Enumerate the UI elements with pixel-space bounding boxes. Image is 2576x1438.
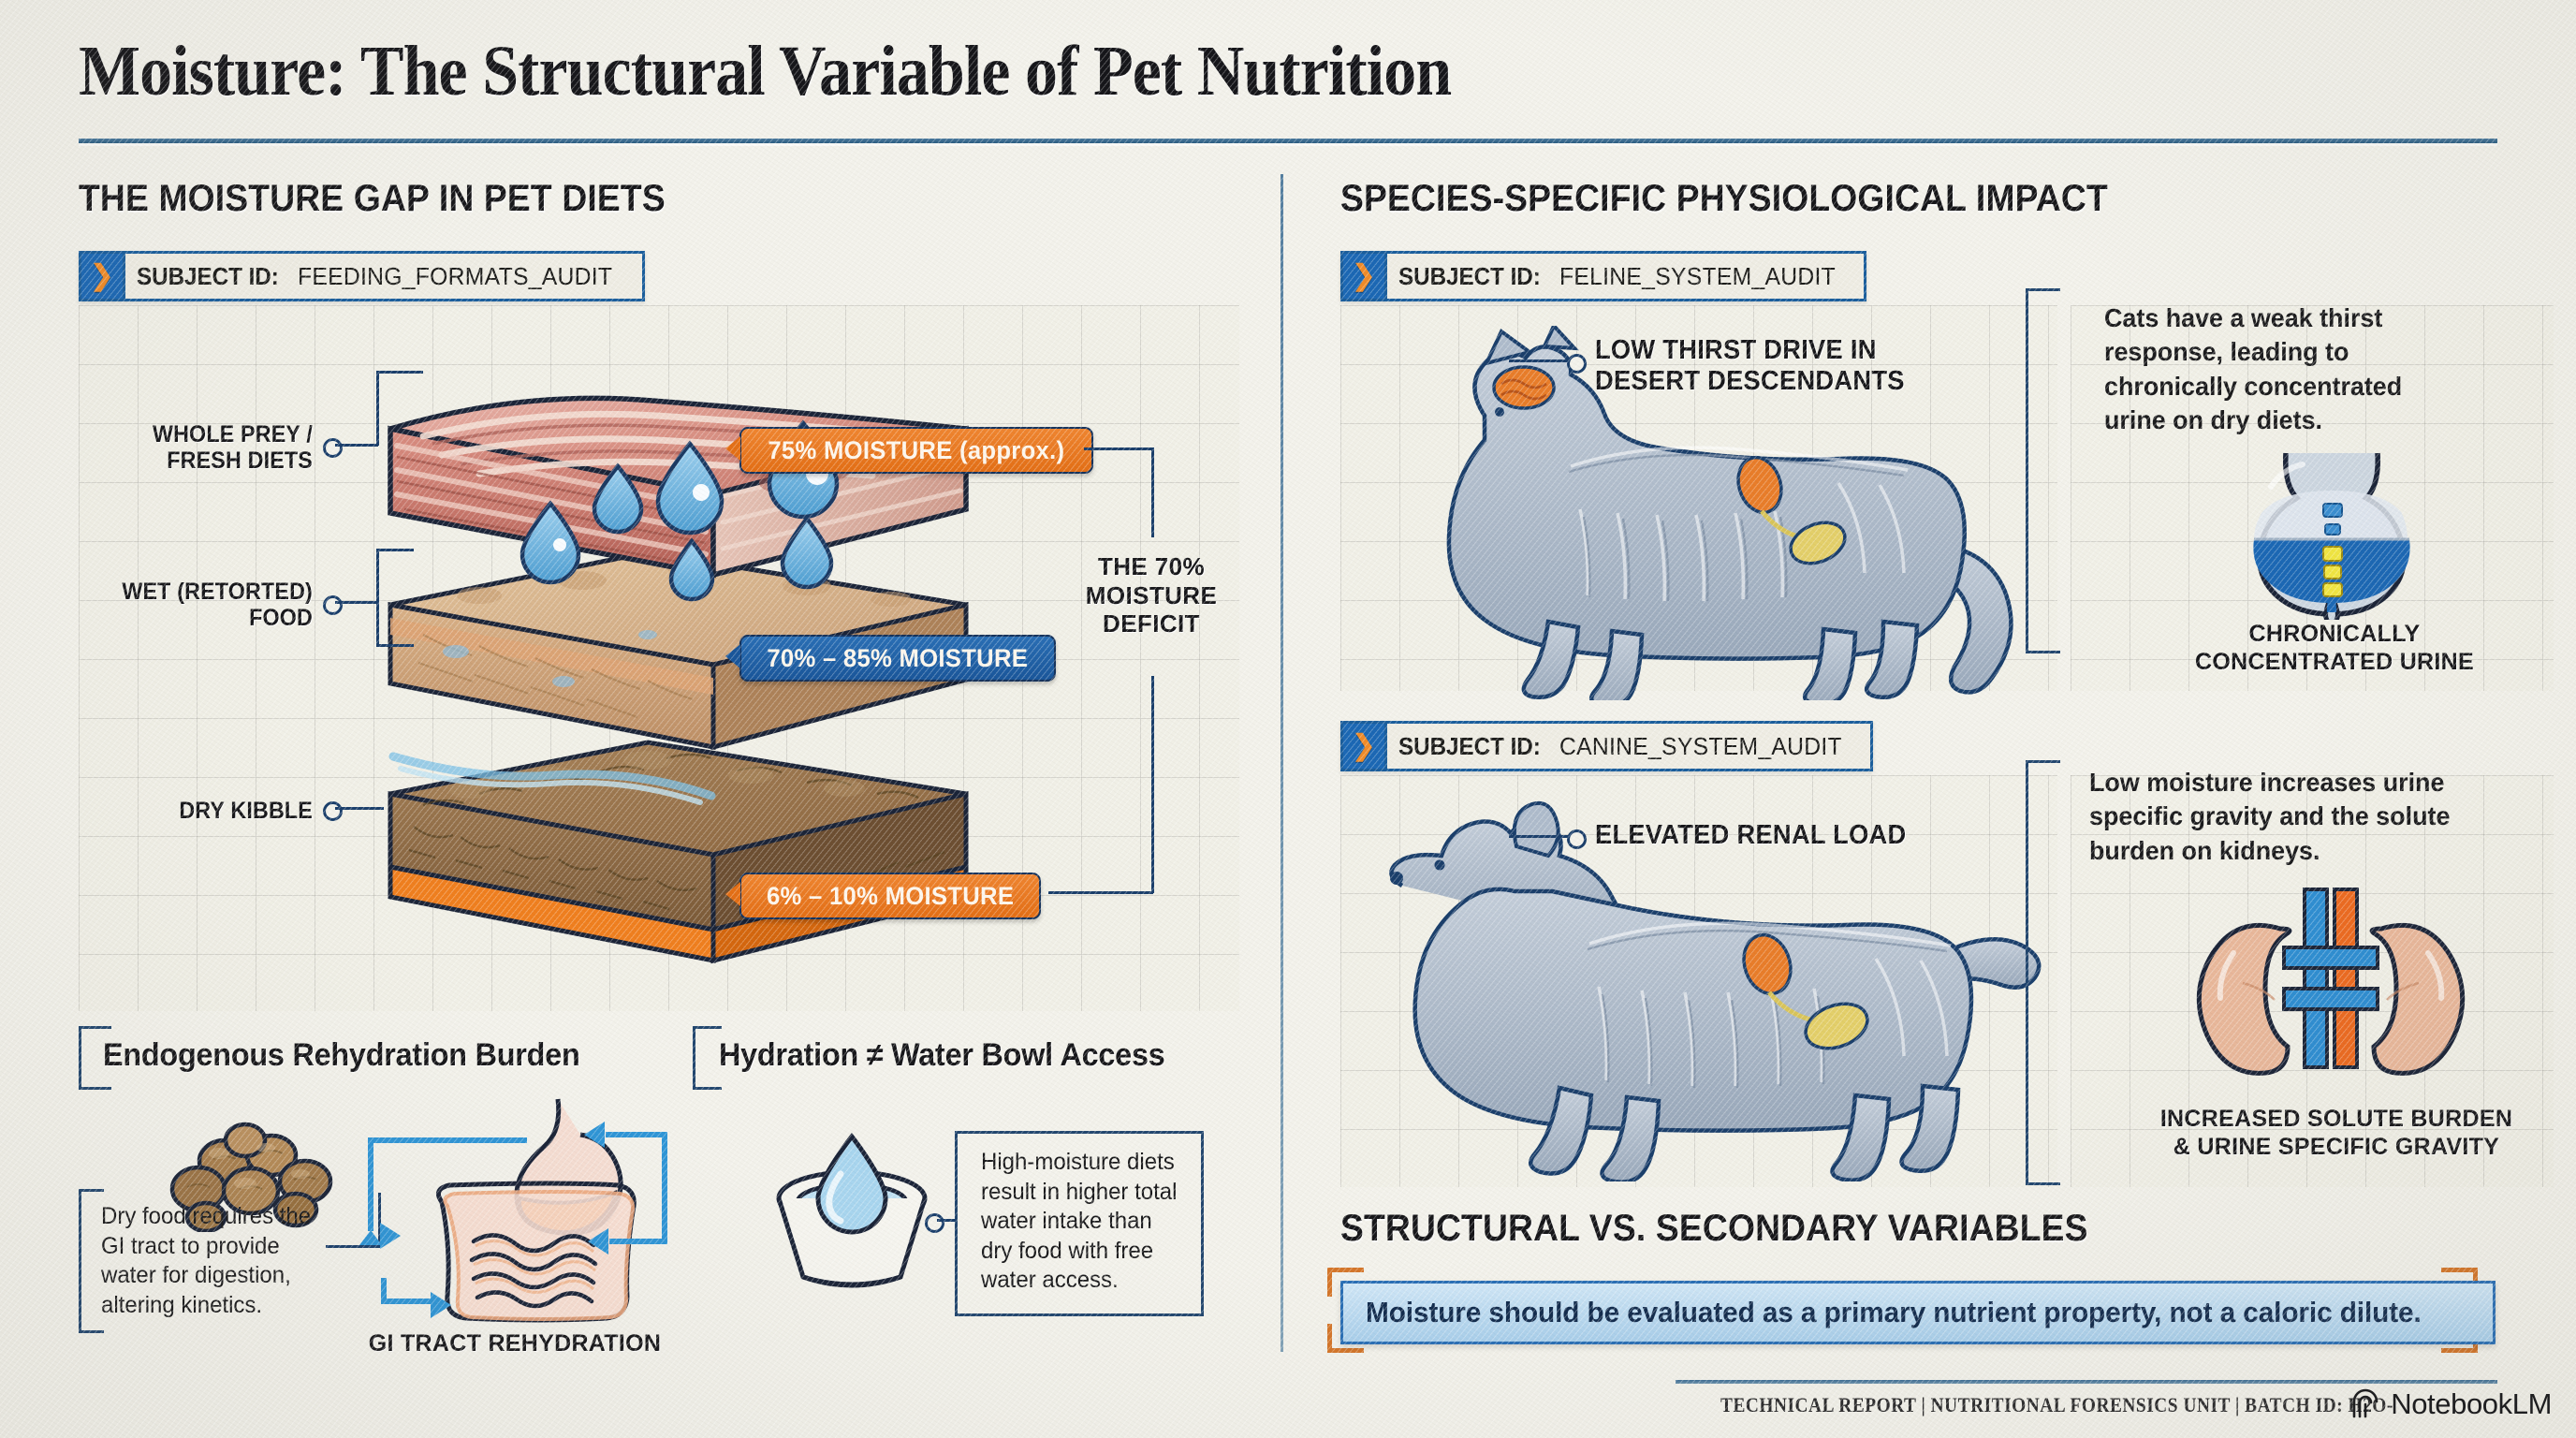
subject-chip-canine[interactable]: ❯ SUBJECT ID: CANINE_SYSTEM_AUDIT — [1340, 721, 1874, 771]
stack-label-whole-prey: WHOLE PREY / FRESH DIETS — [152, 421, 313, 474]
conclusion-banner-text: Moisture should be evaluated as a primar… — [1366, 1296, 2422, 1328]
left-section-title: THE MOISTURE GAP IN PET DIETS — [79, 178, 666, 219]
endogenous-heading: Endogenous Rehydration Burden — [103, 1037, 580, 1073]
subject-chip-feeding-formats[interactable]: ❯ SUBJECT ID: FEEDING_FORMATS_AUDIT — [79, 251, 646, 301]
footer-divider — [1676, 1380, 2497, 1384]
right-section-title: SPECIES-SPECIFIC PHYSIOLOGICAL IMPACT — [1340, 178, 2108, 219]
deficit-label: THE 70% MOISTURE DEFICIT — [1085, 552, 1218, 638]
deficit-leader-vert-bottom — [1151, 676, 1154, 893]
conclusion-section-title: STRUCTURAL VS. SECONDARY VARIABLES — [1340, 1208, 2088, 1249]
feline-chip-label: SUBJECT ID: — [1398, 261, 1541, 290]
deficit-leader-vert-top — [1151, 448, 1154, 537]
leader-canine-callout — [1509, 835, 1569, 838]
feline-callout: LOW THIRST DRIVE IN DESERT DESCENDANTS — [1595, 335, 1905, 397]
dog-anatomy-illustration — [1376, 779, 2087, 1186]
watermark-text: NotebookLM — [2391, 1387, 2552, 1420]
title-divider — [79, 139, 2497, 143]
badge-notch-blue — [725, 644, 740, 668]
node-feline-callout — [1567, 354, 1587, 374]
hydration-heading: Hydration ≠ Water Bowl Access — [719, 1037, 1165, 1073]
canine-callout: ELEVATED RENAL LOAD — [1595, 820, 1907, 850]
bracket-feline-note — [2026, 288, 2060, 653]
bracket-dry-food-note — [79, 1189, 104, 1333]
canine-note: Low moisture increases urine specific gr… — [2089, 768, 2451, 865]
conclusion-banner: Moisture should be evaluated as a primar… — [1340, 1281, 2496, 1344]
stack-label-wet-food: WET (RETORTED) FOOD — [122, 579, 313, 631]
bracket-canine-note — [2026, 760, 2060, 1185]
badge-notch-orange-top — [725, 436, 740, 461]
stack-label-dry-kibble: DRY KIBBLE — [179, 798, 313, 824]
badge-dry-kibble-moisture: 6% – 10% MOISTURE — [739, 873, 1042, 919]
bladder-icon — [2233, 442, 2430, 626]
banner-corner-tl — [1327, 1268, 1364, 1297]
chevron-right-icon: ❯ — [81, 254, 125, 299]
note-leader-gi — [326, 1245, 380, 1248]
node-hydration-note — [925, 1213, 944, 1233]
node-canine-callout — [1567, 829, 1587, 849]
leader-wet-food-vert — [376, 549, 379, 646]
rehydration-arrows — [328, 1101, 721, 1349]
node-whole-prey — [323, 438, 343, 458]
chevron-right-icon-canine: ❯ — [1343, 724, 1387, 769]
feline-chip-value: FELINE_SYSTEM_AUDIT — [1559, 261, 1837, 290]
deficit-leader-bottom — [1048, 891, 1153, 894]
cat-anatomy-illustration — [1383, 322, 2076, 709]
kidneys-caption: INCREASED SOLUTE BURDEN & URINE SPECIFIC… — [2159, 1106, 2513, 1160]
badge-notch-orange-bottom — [725, 882, 740, 906]
note-leader-gi-vert — [378, 1193, 381, 1247]
node-wet-food — [323, 595, 343, 615]
badge-wet-food-moisture: 70% – 85% MOISTURE — [739, 635, 1056, 682]
gi-tract-illustration — [374, 1093, 693, 1332]
page-title: Moisture: The Structural Variable of Pet… — [79, 32, 1452, 110]
badge-whole-prey-moisture: 75% MOISTURE (approx.) — [739, 427, 1093, 474]
endogenous-note: Dry food requires the GI tract to provid… — [101, 1203, 312, 1318]
leader-wet-food-bot — [376, 644, 414, 647]
notebooklm-watermark: NotebookLM — [2349, 1387, 2552, 1421]
column-divider — [1281, 174, 1283, 1352]
water-bowl-icon — [749, 1131, 955, 1323]
banner-corner-bl — [1327, 1324, 1364, 1353]
notebooklm-logo-icon — [2352, 1388, 2378, 1418]
gi-tract-caption: GI TRACT REHYDRATION — [368, 1330, 662, 1357]
canine-chip-value: CANINE_SYSTEM_AUDIT — [1559, 731, 1843, 760]
hydration-note: High-moisture diets result in higher tot… — [981, 1149, 1178, 1293]
subject-chip-label: SUBJECT ID: — [137, 261, 279, 290]
feline-note: Cats have a weak thirst response, leadin… — [2104, 303, 2403, 435]
canine-note-grid-background — [2071, 775, 2554, 1187]
kidneys-icon — [2190, 880, 2471, 1091]
chevron-right-icon-feline: ❯ — [1343, 254, 1387, 299]
node-dry-kibble — [323, 801, 343, 821]
leader-dry-kibble — [335, 807, 384, 810]
bracket-hydration-note — [955, 1131, 1204, 1316]
subject-chip-value: FEEDING_FORMATS_AUDIT — [298, 261, 613, 290]
canine-chip-label: SUBJECT ID: — [1398, 731, 1541, 760]
leader-whole-prey-vert — [376, 371, 379, 446]
deficit-leader-top — [1084, 448, 1153, 450]
kibble-pile-icon — [165, 1120, 352, 1237]
bracket-endogenous — [79, 1026, 111, 1090]
leader-wet-food — [335, 601, 378, 604]
leader-whole-prey-top — [376, 371, 423, 374]
leader-wet-food-top — [376, 549, 414, 551]
bracket-hydration — [693, 1026, 722, 1090]
footer-text: TECHNICAL REPORT | NUTRITIONAL FORENSICS… — [1720, 1393, 2393, 1416]
bladder-caption: CHRONICALLY CONCENTRATED URINE — [2195, 621, 2474, 675]
leader-feline-callout — [1509, 360, 1569, 362]
subject-chip-feline[interactable]: ❯ SUBJECT ID: FELINE_SYSTEM_AUDIT — [1340, 251, 1866, 301]
leader-hydration-note — [937, 1219, 956, 1222]
leader-whole-prey — [335, 444, 378, 447]
